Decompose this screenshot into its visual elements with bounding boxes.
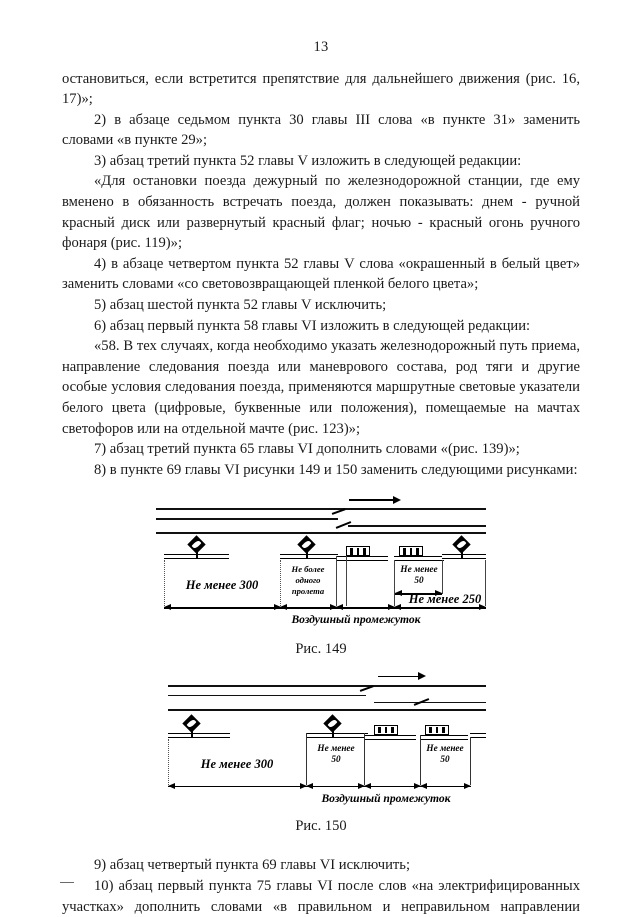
paragraph-item-5: 5) абзац шестой пункта 52 главы V исключ… bbox=[94, 297, 387, 314]
support-bracket-5 bbox=[442, 554, 486, 560]
dimension-one-span bbox=[280, 604, 337, 611]
label-one-span-line3: пролета bbox=[291, 586, 325, 597]
extension-line-1 bbox=[168, 738, 169, 785]
extension-line-1 bbox=[164, 560, 165, 607]
paragraph-item-4: 4) в абзаце четвертом пункта 52 главы V … bbox=[62, 255, 580, 293]
paragraph-continuation: остановиться, если встретится препятстви… bbox=[62, 70, 580, 108]
body-text-top: остановиться, если встретится препятстви… bbox=[62, 69, 580, 481]
page-number: 13 bbox=[313, 39, 329, 55]
paragraph-item-6: 6) абзац первый пункта 58 главы VI излож… bbox=[94, 317, 531, 334]
dimension-300 bbox=[168, 782, 307, 790]
dimension-air-gap bbox=[336, 604, 395, 611]
diamond-insulator-icon-3 bbox=[452, 535, 471, 555]
paragraph-item-10: 10) абзац первый пункта 75 главы VI посл… bbox=[62, 877, 580, 915]
insulator-string-icon-2 bbox=[425, 724, 449, 735]
contact-wire-left bbox=[156, 518, 338, 520]
extension-line-6 bbox=[442, 560, 443, 595]
diamond-insulator-icon-1 bbox=[187, 535, 206, 555]
insulator-string-icon-1 bbox=[374, 724, 398, 735]
insulator-string-icon-2 bbox=[399, 546, 423, 557]
extension-line-3 bbox=[336, 556, 337, 607]
diamond-insulator-icon-2 bbox=[323, 714, 342, 733]
support-bracket-2 bbox=[280, 554, 338, 560]
extension-line-2 bbox=[280, 560, 281, 607]
dimension-air-gap bbox=[364, 782, 421, 790]
support-bracket-2 bbox=[306, 732, 368, 738]
label-gap-50-line1: Не менее bbox=[400, 564, 438, 575]
contact-wire-left bbox=[168, 694, 366, 697]
extension-line-5 bbox=[394, 560, 395, 607]
figure-149: Не менее 300 Не более одного пролета Не … bbox=[63, 494, 579, 657]
footer-mark bbox=[60, 881, 74, 883]
contact-wire-branch bbox=[374, 701, 486, 704]
paragraph-quote-52: «Для остановки поезда дежурный по железн… bbox=[62, 173, 580, 252]
direction-arrow-icon bbox=[378, 672, 426, 681]
dimension-300 bbox=[164, 604, 281, 611]
extension-line-3 bbox=[364, 732, 365, 785]
label-one-span-line1: Не более bbox=[291, 564, 325, 575]
support-bracket-5 bbox=[470, 732, 486, 738]
paragraph-item-7: 7) абзац третий пункта 65 главы VI допол… bbox=[94, 441, 520, 458]
dimension-50-left bbox=[306, 782, 365, 790]
extension-line-7 bbox=[485, 560, 486, 607]
dimension-50-right bbox=[420, 782, 471, 790]
extension-line-4 bbox=[420, 734, 421, 785]
label-air-gap: Воздушный промежуток bbox=[321, 791, 451, 805]
diamond-insulator-icon-2 bbox=[297, 535, 316, 555]
label-span-300: Не менее 300 bbox=[185, 578, 259, 593]
dimension-250 bbox=[394, 604, 486, 611]
label-gap-50-line2: 50 bbox=[414, 575, 424, 586]
figure-150: Не менее 300 Не менее 50 Не менее 50 Воз… bbox=[63, 671, 579, 834]
insulator-string-icon-1 bbox=[346, 546, 370, 557]
figure-caption-150: Рис. 150 bbox=[295, 817, 347, 834]
paragraph-item-2: 2) в абзаце седьмом пункта 30 главы III … bbox=[62, 111, 580, 149]
dimension-50 bbox=[395, 590, 442, 597]
extension-line-2 bbox=[306, 732, 307, 785]
extension-line-5 bbox=[470, 736, 471, 785]
contact-wire-main bbox=[168, 708, 486, 711]
label-one-span-line2: одного bbox=[295, 575, 321, 586]
body-text-bottom: 9) абзац четвертый пункта 69 главы VI ис… bbox=[62, 855, 580, 917]
label-span-250: Не менее 250 bbox=[408, 592, 482, 607]
label-gap-50-left-line1: Не менее bbox=[317, 742, 355, 753]
direction-arrow-icon bbox=[349, 495, 401, 504]
paragraph-item-9: 9) абзац четвертый пункта 69 главы VI ис… bbox=[94, 857, 411, 874]
catenary-wire-upper bbox=[156, 508, 486, 511]
paragraph-item-3: 3) абзац третий пункта 52 главы V изложи… bbox=[94, 152, 522, 169]
figure-caption-149: Рис. 149 bbox=[295, 641, 347, 658]
label-gap-50-right-line2: 50 bbox=[440, 753, 450, 764]
paragraph-quote-58: «58. В тех случаях, когда необходимо ука… bbox=[62, 338, 580, 437]
support-bracket-4 bbox=[420, 734, 468, 740]
contact-wire-branch bbox=[348, 525, 486, 527]
diamond-insulator-icon-1 bbox=[182, 714, 201, 733]
label-gap-50-right-line1: Не менее bbox=[426, 742, 464, 753]
diagram-150: Не менее 300 Не менее 50 Не менее 50 Воз… bbox=[156, 671, 486, 811]
support-bracket-4 bbox=[394, 556, 444, 562]
contact-wire-main bbox=[156, 532, 486, 535]
label-gap-50-left-line2: 50 bbox=[331, 753, 341, 764]
support-bracket-3 bbox=[364, 734, 416, 740]
extension-line-4 bbox=[346, 556, 347, 607]
paragraph-item-8: 8) в пункте 69 главы VI рисунки 149 и 15… bbox=[94, 461, 578, 478]
catenary-wire-upper bbox=[168, 684, 486, 687]
support-bracket-3 bbox=[336, 556, 388, 562]
support-bracket-1 bbox=[168, 732, 230, 738]
label-air-gap: Воздушный промежуток bbox=[291, 613, 421, 627]
label-span-300: Не менее 300 bbox=[200, 756, 274, 771]
diagram-149: Не менее 300 Не более одного пролета Не … bbox=[156, 494, 486, 634]
